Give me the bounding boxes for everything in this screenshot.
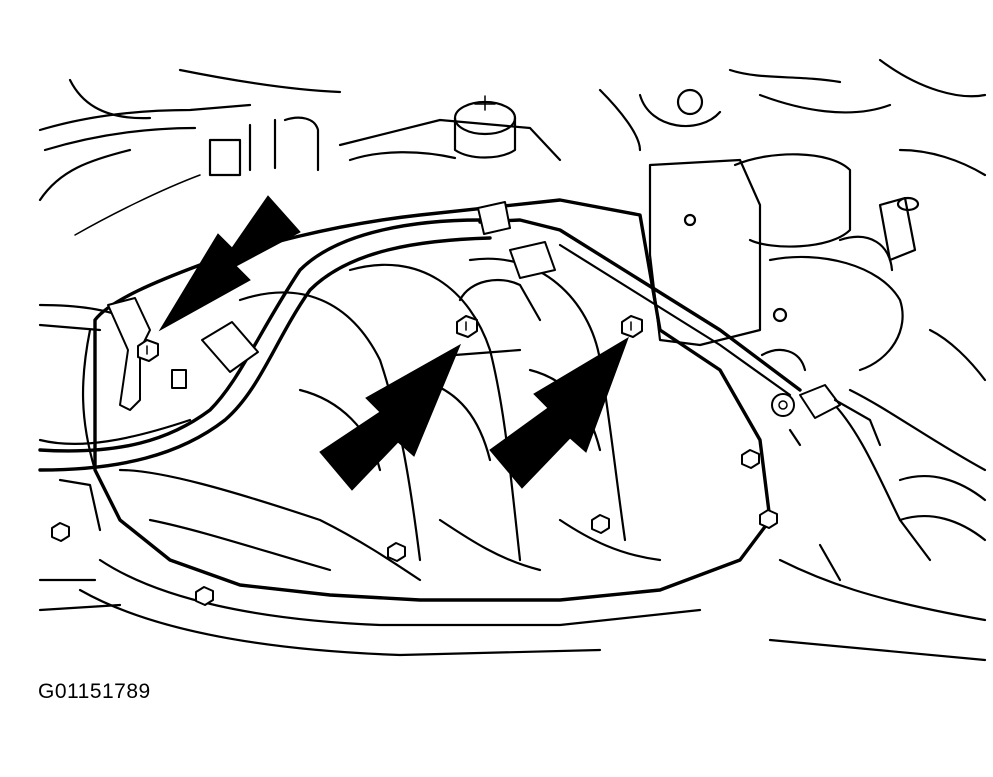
bolt-lower-mid2 <box>591 514 610 534</box>
manifold-bolts <box>51 369 778 606</box>
bolt-bottom-left <box>195 586 214 606</box>
bolt-center <box>456 315 478 338</box>
bolt-right <box>621 315 643 338</box>
bolt-lower-left <box>51 522 70 542</box>
background-components <box>38 58 987 662</box>
arrow-left <box>158 195 301 332</box>
arrow-center <box>319 343 462 491</box>
pointer-arrows <box>158 195 629 491</box>
bolt-left <box>137 339 159 362</box>
target-bolts <box>137 315 643 362</box>
arrow-right <box>489 336 629 489</box>
figure-id-caption: G01151789 <box>38 680 151 703</box>
bolt-lower-mid <box>387 542 406 562</box>
bolt-lower-right <box>759 509 778 529</box>
bolt-right-mid <box>741 449 760 469</box>
intake-manifold <box>38 198 772 657</box>
wiring-harness <box>38 201 882 472</box>
stud-left <box>171 369 187 389</box>
